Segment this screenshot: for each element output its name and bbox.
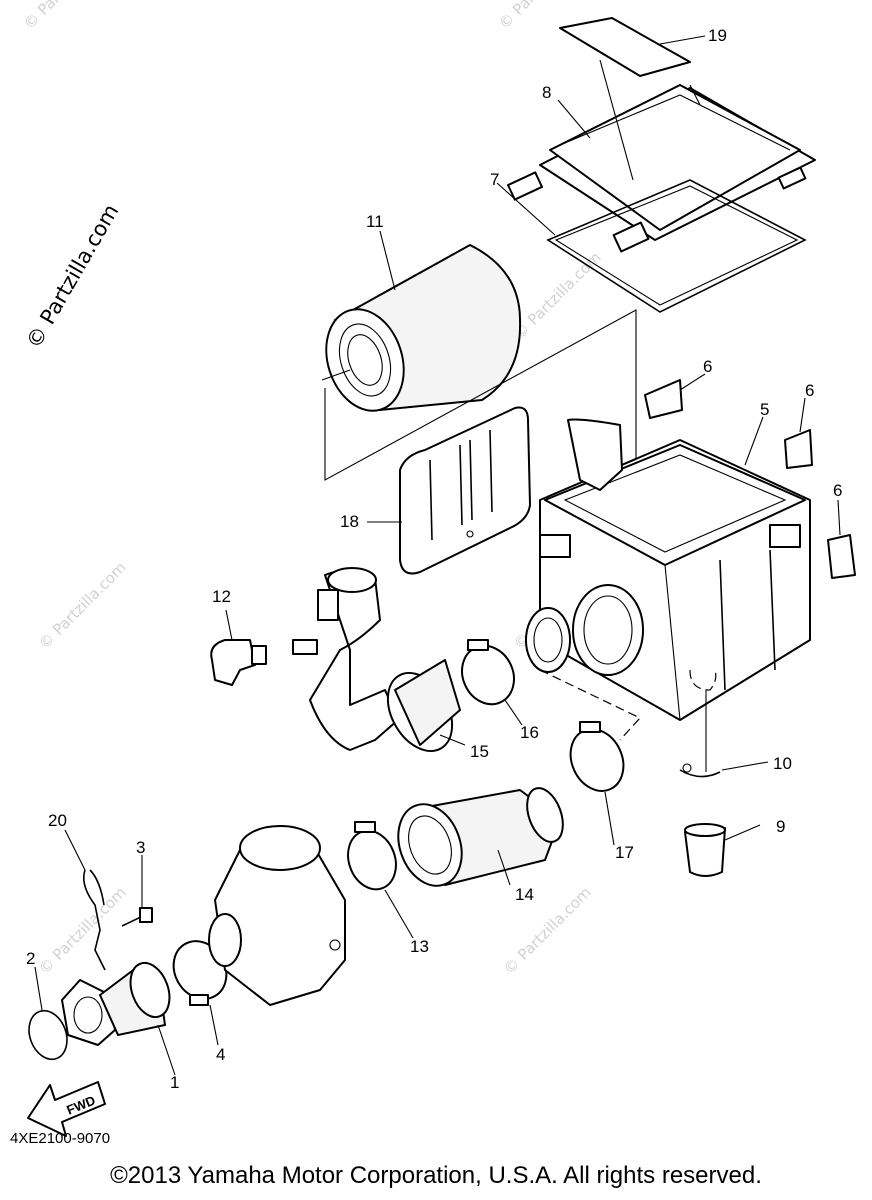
callout-4: 4 — [216, 1045, 225, 1064]
part-14-joint — [397, 787, 564, 887]
copyright-notice: ©2013 Yamaha Motor Corporation, U.S.A. A… — [110, 1162, 762, 1189]
part-15-intake-duct — [292, 567, 461, 752]
filter-guide-lines — [324, 309, 637, 560]
part-20-bracket — [82, 869, 106, 971]
joint-guide-lines — [539, 669, 641, 741]
carburetor-outline — [208, 825, 346, 1006]
callout-3: 3 — [136, 838, 145, 857]
callout-17: 17 — [615, 843, 634, 862]
part-11-air-filter — [321, 244, 522, 412]
callout-10: 10 — [773, 754, 792, 773]
callout-20: 20 — [48, 811, 67, 830]
part-6-clips — [644, 379, 856, 579]
callout-2: 2 — [26, 949, 35, 968]
callout-14: 14 — [515, 885, 534, 904]
part-8-air-box-cover — [507, 59, 816, 253]
part-5-air-box — [525, 418, 811, 721]
part-17-hose-clamp — [569, 721, 625, 792]
part-12-elbow-fitting — [210, 639, 267, 686]
watermark-faint: © Partzilla.com — [35, 558, 130, 653]
callout-6c: 6 — [833, 481, 842, 500]
callout-6b: 6 — [805, 381, 814, 400]
callout-9: 9 — [776, 817, 785, 836]
callout-18: 18 — [340, 512, 359, 531]
part-9-drain-cap — [684, 823, 726, 877]
part-13-hose-clamp — [347, 821, 397, 891]
watermark-faint: © Partzilla.com — [20, 0, 115, 33]
callout-8: 8 — [542, 83, 551, 102]
callout-6a: 6 — [703, 357, 712, 376]
watermark-faint: © Partzilla.com — [510, 248, 605, 343]
leader-lines — [34, 35, 841, 1076]
callout-16: 16 — [520, 723, 539, 742]
callout-1: 1 — [170, 1073, 179, 1092]
fwd-arrow: FWD — [27, 1081, 106, 1137]
part-1-intake-manifold — [61, 961, 171, 1046]
watermark-main: © Partzilla.com — [22, 200, 124, 352]
part-7-gasket — [546, 179, 807, 313]
callout-12: 12 — [212, 587, 231, 606]
diagram-code: 4XE2100-9070 — [10, 1130, 111, 1147]
callouts: 1 2 3 4 5 6 6 6 7 8 9 10 11 12 13 14 15 … — [26, 26, 842, 1092]
callout-15: 15 — [470, 742, 489, 761]
callout-13: 13 — [410, 937, 429, 956]
callout-5: 5 — [760, 400, 769, 419]
part-3-screw — [121, 907, 153, 927]
callout-11: 11 — [366, 212, 384, 231]
part-19-label — [559, 17, 691, 77]
part-16-hose-clamp — [461, 639, 515, 706]
callout-19: 19 — [708, 26, 727, 45]
part-2-o-ring — [28, 1009, 68, 1061]
part-10-clamp — [679, 690, 721, 778]
watermark-faint: © Partzilla.com — [35, 883, 130, 978]
part-18-separator — [399, 406, 531, 575]
callout-7: 7 — [490, 170, 499, 189]
